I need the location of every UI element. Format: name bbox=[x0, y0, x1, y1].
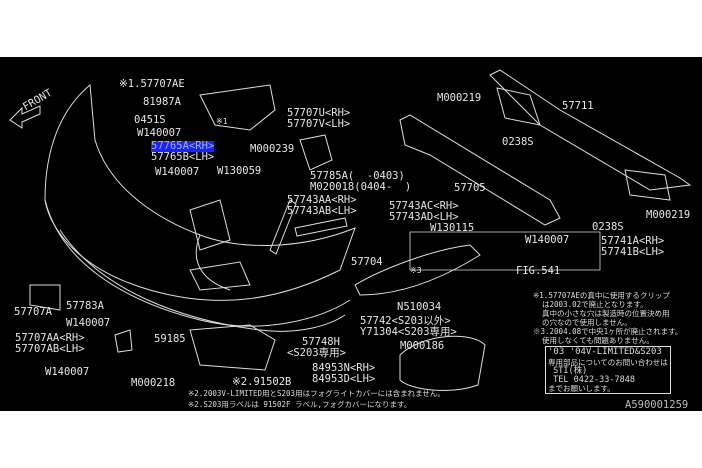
footnote: ※2.S203用ラベルは 91502F ラベル,フォグカバーになります。 bbox=[188, 400, 412, 409]
part-label[interactable]: M000186 bbox=[400, 340, 445, 352]
part-label[interactable]: 57785A( -0403) bbox=[310, 170, 405, 182]
part-label[interactable]: ※2.91502B bbox=[232, 376, 292, 388]
part-label[interactable]: <S203専用> bbox=[287, 347, 346, 359]
part-label[interactable]: 57741A<RH> bbox=[601, 235, 665, 247]
part-label[interactable]: ※1.57707AE bbox=[119, 78, 185, 90]
part-label[interactable]: W130115 bbox=[430, 222, 475, 234]
part-label[interactable]: 59185 bbox=[154, 333, 186, 345]
reference-mark: ※1 bbox=[216, 117, 228, 126]
part-label[interactable]: 57705 bbox=[454, 182, 486, 194]
part-label[interactable]: 57707U<RH> bbox=[287, 107, 351, 119]
part-label[interactable]: M000218 bbox=[131, 377, 176, 389]
part-label[interactable]: 57707AB<LH> bbox=[15, 343, 85, 355]
part-label[interactable]: 57743AA<RH> bbox=[287, 194, 357, 206]
note-line: 使用しなくても問題ありません。 bbox=[533, 336, 654, 345]
part-label[interactable]: 57783A bbox=[66, 300, 104, 312]
parts-diagram-panel bbox=[0, 57, 702, 411]
note-line: ※3.2004.08で中央1ヶ所が廃止されます。 bbox=[533, 327, 683, 336]
note-line: 真中の小さな穴は製造時の位置決め用 bbox=[533, 309, 670, 318]
part-label[interactable]: 57707V<LH> bbox=[287, 118, 351, 130]
part-label[interactable]: 57743AB<LH> bbox=[287, 205, 357, 217]
part-label[interactable]: 57748H bbox=[302, 336, 340, 348]
part-label[interactable]: 0238S bbox=[502, 136, 534, 148]
sti-contact-box bbox=[545, 346, 671, 394]
note-line: の穴なので使用しません。 bbox=[533, 318, 632, 327]
part-label[interactable]: 57704 bbox=[351, 256, 383, 268]
sti-box-line: STI(株) bbox=[548, 366, 588, 376]
note-line: は2003.02で廃止となります。 bbox=[533, 300, 648, 309]
part-label[interactable]: W140007 bbox=[155, 166, 200, 178]
part-label[interactable]: 57741B<LH> bbox=[601, 246, 665, 258]
part-label[interactable]: 0451S bbox=[134, 114, 166, 126]
part-label[interactable]: W140007 bbox=[45, 366, 90, 378]
sti-box-line: TEL 0422-33-7848 bbox=[548, 375, 635, 385]
part-label[interactable]: 0238S bbox=[592, 221, 624, 233]
part-label[interactable]: M000219 bbox=[646, 209, 691, 221]
note-line: ※1.57707AEの真中に使用するクリップ bbox=[533, 291, 670, 300]
part-label[interactable]: 57707A bbox=[14, 306, 52, 318]
part-label-selected[interactable]: 57765A<RH> bbox=[151, 140, 215, 152]
part-label[interactable]: 84953D<LH> bbox=[312, 373, 376, 385]
part-label[interactable]: 57711 bbox=[562, 100, 594, 112]
sti-box-line: 専用部品についてのお問い合わせは bbox=[548, 358, 668, 367]
part-label[interactable]: W140007 bbox=[525, 234, 570, 246]
part-label[interactable]: W130059 bbox=[217, 165, 262, 177]
part-label[interactable]: M000219 bbox=[437, 92, 482, 104]
part-label[interactable]: M020018(0404- ) bbox=[310, 181, 412, 193]
sti-box-line: までお願いします。 bbox=[548, 384, 615, 393]
part-label[interactable]: N510034 bbox=[397, 301, 442, 313]
part-label[interactable]: 57707AA<RH> bbox=[15, 332, 85, 344]
part-label[interactable]: 57765B<LH> bbox=[151, 151, 215, 163]
part-label[interactable]: 57743AC<RH> bbox=[389, 200, 459, 212]
part-label[interactable]: 81987A bbox=[143, 96, 181, 108]
part-label[interactable]: 84953N<RH> bbox=[312, 362, 376, 374]
part-label[interactable]: 57743AD<LH> bbox=[389, 211, 459, 223]
diagram-id: A590001259 bbox=[625, 399, 689, 411]
part-label[interactable]: M000239 bbox=[250, 143, 295, 155]
sti-box-line: '03 '04V-LIMITED&S203 bbox=[548, 347, 662, 357]
part-label[interactable]: 57742<S203以外> bbox=[360, 315, 451, 327]
front-arrow-icon bbox=[9, 105, 41, 129]
part-label[interactable]: Y71304<S203専用> bbox=[360, 326, 457, 338]
part-label[interactable]: FIG.541 bbox=[516, 265, 561, 277]
part-label[interactable]: W140007 bbox=[66, 317, 111, 329]
part-label[interactable]: W140007 bbox=[137, 127, 182, 139]
footnote: ※2.2003V-LIMITED用とS203用はフォグライトカバーには含まれませ… bbox=[188, 389, 445, 398]
reference-mark: ※3 bbox=[410, 266, 422, 275]
